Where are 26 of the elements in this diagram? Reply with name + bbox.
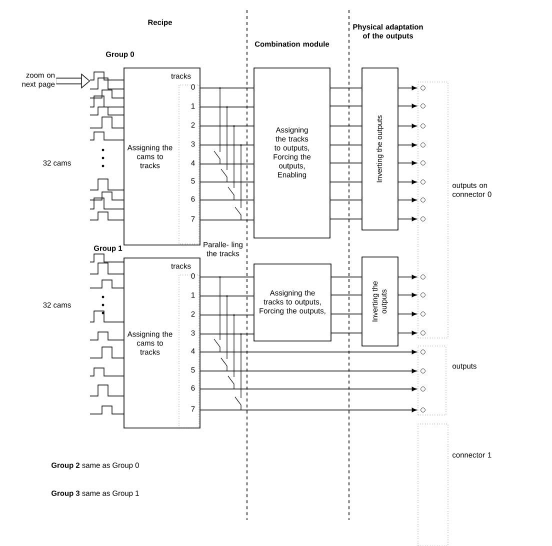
- connector-line: [398, 292, 417, 298]
- connector-line: [330, 218, 362, 220]
- connector-line: [398, 312, 417, 316]
- connector-line: [398, 142, 417, 148]
- connector-line: [330, 144, 362, 146]
- connector-line: [398, 274, 417, 280]
- connector-line: [331, 332, 362, 334]
- connector-line: [398, 124, 417, 128]
- connector-line: [331, 294, 362, 296]
- connector-line: [398, 86, 417, 90]
- connector-line: [200, 106, 254, 108]
- connector-line: [200, 314, 254, 316]
- connector-line: [398, 104, 417, 108]
- connector-line: [200, 276, 254, 278]
- connector-line: [398, 160, 417, 166]
- connector-line: [200, 408, 417, 412]
- connector-line: [200, 144, 254, 146]
- connector-line: [200, 350, 417, 354]
- connector-line: [200, 386, 417, 392]
- connector-line: [331, 276, 362, 278]
- connector-line: [398, 330, 417, 336]
- connector-line: [200, 368, 417, 374]
- connector-line: [398, 180, 417, 184]
- connector-line: [398, 198, 417, 202]
- connector-line: [398, 216, 417, 222]
- connector-line: [330, 162, 362, 164]
